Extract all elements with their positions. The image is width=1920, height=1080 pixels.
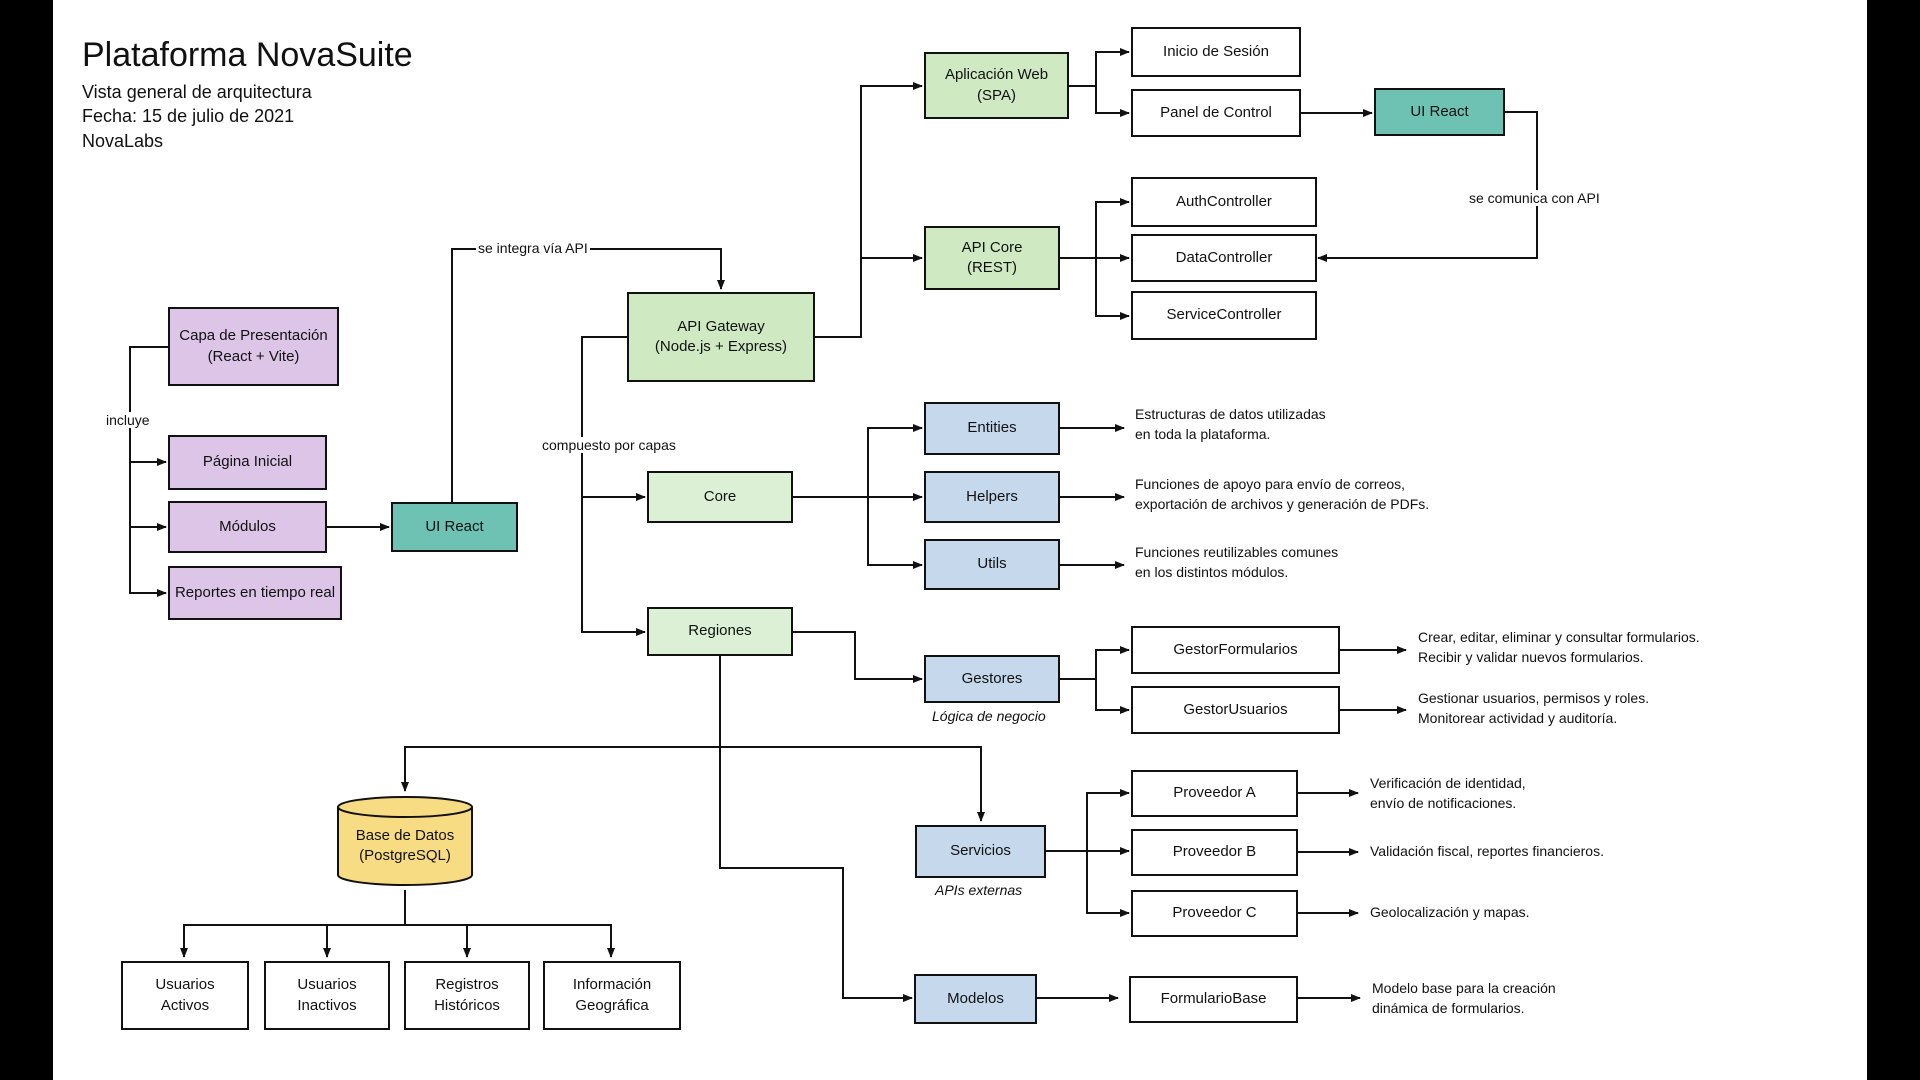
- node-base-datos-label: Base de Datos (PostgreSQL): [355, 827, 455, 865]
- node-data-controller[interactable]: DataController: [1131, 234, 1317, 282]
- author-label: NovaLabs: [82, 131, 164, 151]
- desc-gestor-usuarios: Gestionar usuarios, permisos y roles. Mo…: [1418, 690, 1650, 726]
- desc-formulario-base: Modelo base para la creación dinámica de…: [1372, 980, 1556, 1016]
- node-service-controller[interactable]: ServiceController: [1131, 291, 1317, 340]
- node-core[interactable]: Core: [647, 471, 793, 523]
- node-proveedor-b[interactable]: Proveedor B: [1131, 829, 1298, 876]
- desc-proveedor-a: Verificación de identidad, envío de noti…: [1370, 775, 1526, 811]
- node-informacion-geografica[interactable]: Información Geográfica: [543, 961, 681, 1030]
- date-label: Fecha: 15 de julio de 2021: [82, 106, 295, 126]
- desc-proveedor-c: Geolocalización y mapas.: [1370, 904, 1530, 920]
- node-helpers[interactable]: Helpers: [924, 471, 1060, 523]
- node-usuarios-inactivos[interactable]: Usuarios Inactivos: [264, 961, 390, 1030]
- node-usuarios-activos[interactable]: Usuarios Activos: [121, 961, 249, 1030]
- edge-label-se-comunica: se comunica con API: [1467, 190, 1602, 206]
- database-cylinder-icon[interactable]: [336, 795, 474, 887]
- node-gestor-formularios[interactable]: GestorFormularios: [1131, 626, 1340, 674]
- desc-proveedor-b: Validación fiscal, reportes financieros.: [1370, 843, 1604, 859]
- node-pagina-inicial[interactable]: Página Inicial: [168, 435, 327, 490]
- subtitle: Vista general de arquitectura: [82, 82, 312, 102]
- node-modelos[interactable]: Modelos: [914, 974, 1037, 1024]
- node-regiones[interactable]: Regiones: [647, 607, 793, 656]
- node-proveedor-c[interactable]: Proveedor C: [1131, 890, 1298, 937]
- edge-label-incluye: incluye: [104, 412, 152, 428]
- edge-label-compuesto: compuesto por capas: [540, 437, 678, 453]
- node-aplicacion-web[interactable]: Aplicación Web (SPA): [924, 52, 1069, 119]
- node-ui-react-left[interactable]: UI React: [391, 502, 518, 552]
- node-gestor-usuarios[interactable]: GestorUsuarios: [1131, 686, 1340, 734]
- node-registros-historicos[interactable]: Registros Históricos: [404, 961, 530, 1030]
- node-api-core[interactable]: API Core (REST): [924, 226, 1060, 290]
- node-inicio-sesion[interactable]: Inicio de Sesión: [1131, 27, 1301, 77]
- annotation-logica-negocio: Lógica de negocio: [932, 708, 1046, 724]
- desc-utils: Funciones reutilizables comunes en los d…: [1135, 544, 1339, 580]
- node-ui-react-right[interactable]: UI React: [1374, 88, 1505, 136]
- node-entities[interactable]: Entities: [924, 402, 1060, 455]
- desc-gestor-formularios: Crear, editar, eliminar y consultar form…: [1418, 629, 1700, 665]
- node-gestores[interactable]: Gestores: [924, 655, 1060, 703]
- annotation-apis-externas: APIs externas: [935, 882, 1023, 898]
- node-modulos[interactable]: Módulos: [168, 501, 327, 553]
- node-panel-control[interactable]: Panel de Control: [1131, 89, 1301, 137]
- node-utils[interactable]: Utils: [924, 539, 1060, 590]
- node-formulario-base[interactable]: FormularioBase: [1129, 976, 1298, 1023]
- node-auth-controller[interactable]: AuthController: [1131, 177, 1317, 227]
- node-capa-presentacion[interactable]: Capa de Presentación (React + Vite): [168, 307, 339, 386]
- desc-entities: Estructuras de datos utilizadas en toda …: [1135, 406, 1326, 442]
- node-api-gateway[interactable]: API Gateway (Node.js + Express): [627, 292, 815, 382]
- node-reportes[interactable]: Reportes en tiempo real: [168, 566, 342, 620]
- edge-label-se-integra: se integra vía API: [476, 240, 590, 256]
- node-servicios[interactable]: Servicios: [915, 825, 1046, 878]
- page-title: Plataforma NovaSuite: [82, 36, 413, 74]
- desc-helpers: Funciones de apoyo para envío de correos…: [1135, 476, 1430, 512]
- node-proveedor-a[interactable]: Proveedor A: [1131, 770, 1298, 817]
